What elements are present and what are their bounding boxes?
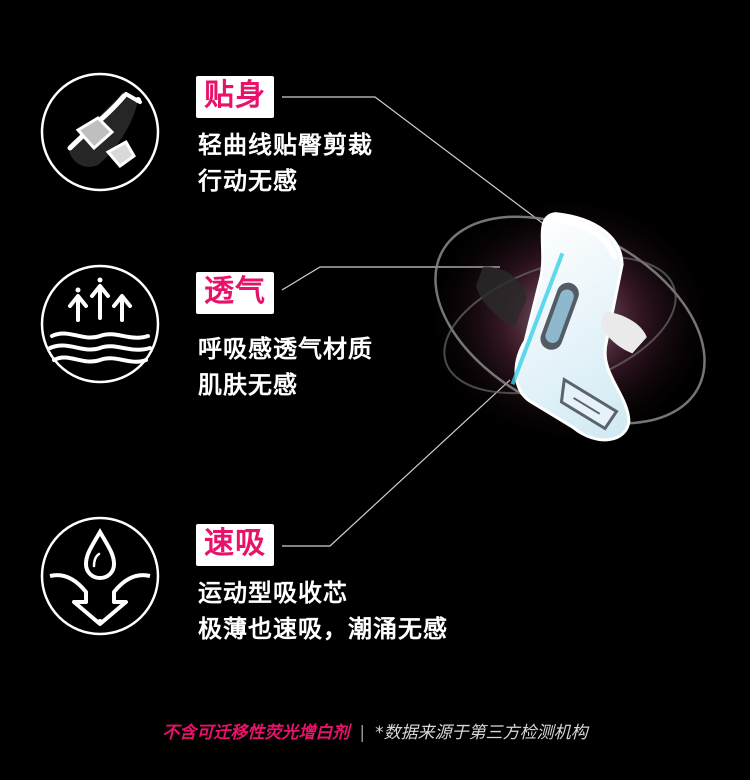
feature-desc-line: 极薄也速吸，潮涌无感 bbox=[198, 615, 448, 643]
feature-desc-line: 运动型吸收芯 bbox=[198, 579, 348, 607]
footer-disclaimer: 不含可迁移性荧光增白剂 | *数据来源于第三方检测机构 bbox=[0, 718, 750, 743]
orbit-ring bbox=[434, 215, 706, 425]
feature-desc-line: 肌肤无感 bbox=[198, 371, 298, 399]
curved-pad-icon bbox=[38, 70, 162, 194]
feature-desc-line: 行动无感 bbox=[198, 167, 298, 195]
sanitary-pad bbox=[476, 212, 647, 442]
feature-desc-absorb: 运动型吸收芯 极薄也速吸，潮涌无感 bbox=[198, 575, 448, 647]
feature-desc-line: 轻曲线贴臀剪裁 bbox=[198, 131, 373, 159]
footer-separator: | bbox=[359, 723, 366, 743]
footer-warning: 不含可迁移性荧光增白剂 bbox=[162, 723, 350, 743]
connector-line-2 bbox=[281, 266, 500, 291]
feature-desc-breathable: 呼吸感透气材质 肌肤无感 bbox=[198, 331, 373, 403]
feature-desc-line: 呼吸感透气材质 bbox=[198, 335, 373, 363]
connector-line-3 bbox=[282, 379, 511, 547]
orbit-ring bbox=[443, 255, 677, 395]
feature-title-fit: 贴身 bbox=[196, 76, 274, 118]
airflow-arrows-icon bbox=[38, 262, 162, 386]
water-drop-absorb-icon bbox=[38, 514, 162, 638]
feature-desc-fit: 轻曲线贴臀剪裁 行动无感 bbox=[198, 127, 373, 199]
feature-title-breathable: 透气 bbox=[196, 272, 274, 314]
feature-title-absorb: 速吸 bbox=[196, 524, 274, 566]
footer-note: *数据来源于第三方检测机构 bbox=[375, 723, 588, 743]
